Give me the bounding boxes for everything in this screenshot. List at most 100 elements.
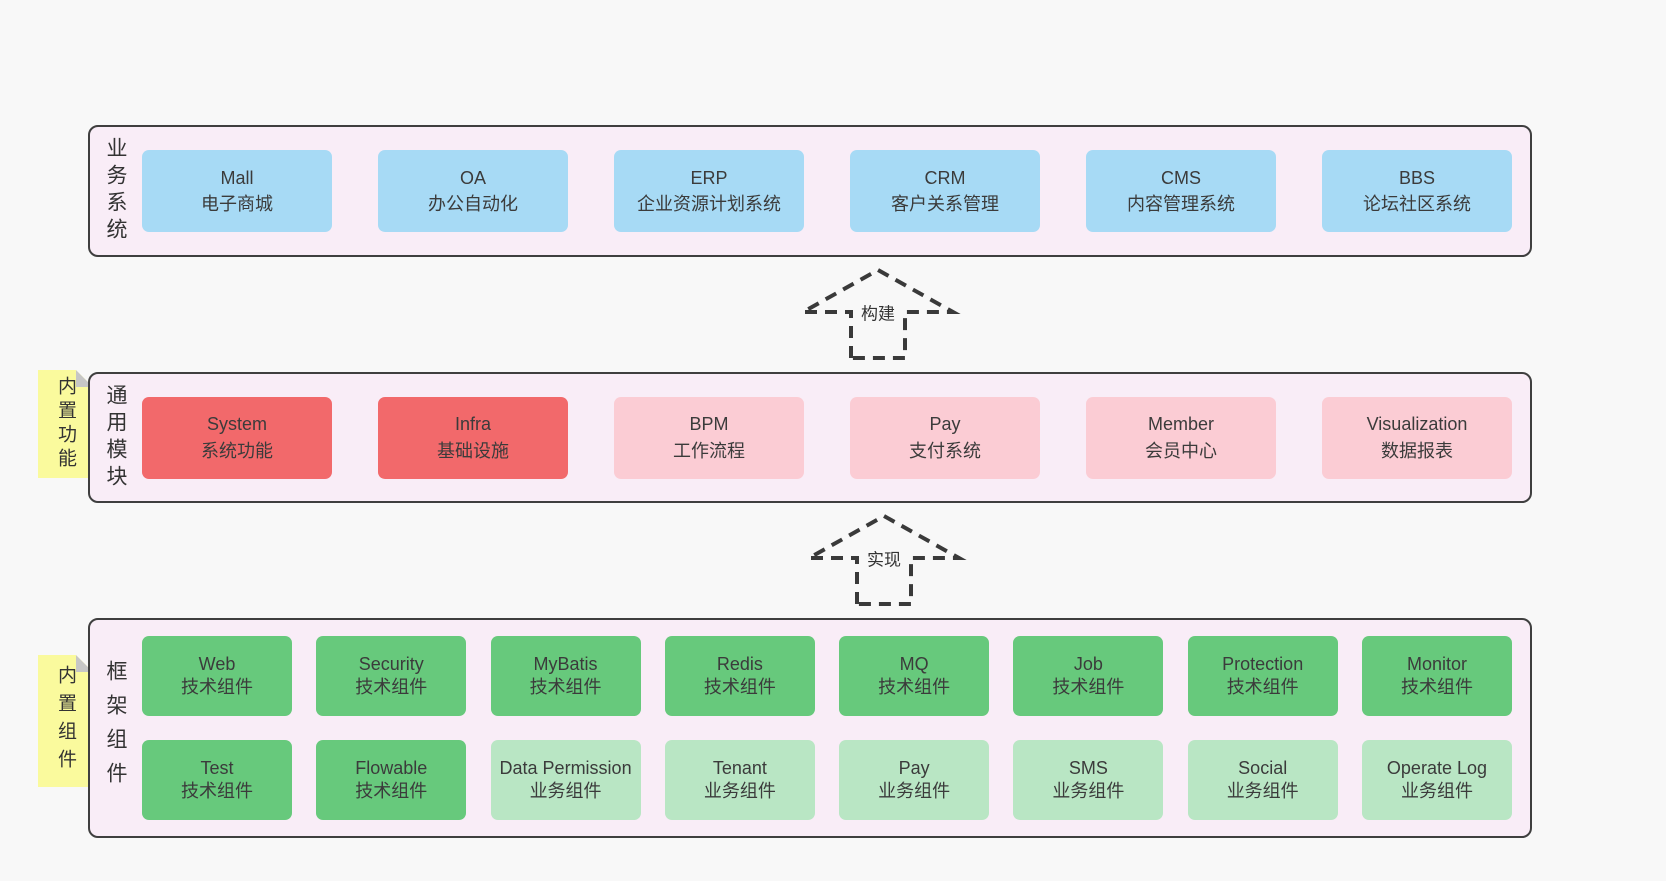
band-framework-components: 框架组件 Web 技术组件 Security 技术组件 MyBatis 技术组件… xyxy=(88,618,1532,838)
module-subtitle: 企业资源计划系统 xyxy=(637,194,781,214)
band-common-modules: 通用模块 System 系统功能 Infra 基础设施 BPM 工作流程 Pay… xyxy=(88,372,1532,503)
arrow-implement-label: 实现 xyxy=(863,544,905,572)
band-label-framework-components: 框架组件 xyxy=(104,660,127,796)
business-systems-row: Mall 电子商城 OA 办公自动化 ERP 企业资源计划系统 CRM 客户关系… xyxy=(142,150,1512,232)
module-title: CRM xyxy=(924,167,966,188)
module-subtitle: 业务组件 xyxy=(703,781,776,801)
module-title: OA xyxy=(459,167,486,188)
module-title: Pay xyxy=(898,757,930,778)
module-title: Monitor xyxy=(1406,653,1467,674)
box-sms: SMS 业务组件 xyxy=(1013,740,1164,820)
box-pay: Pay 支付系统 xyxy=(850,396,1040,479)
module-title: BBS xyxy=(1398,167,1436,188)
box-protection: Protection 技术组件 xyxy=(1187,636,1338,716)
arrow-build: 构建 xyxy=(793,266,963,362)
arrow-build-label: 构建 xyxy=(857,298,899,326)
module-title: Operate Log xyxy=(1386,757,1487,778)
module-title: Member xyxy=(1147,414,1214,435)
sticky-note-label: 内置功能 xyxy=(55,376,76,472)
box-visualization: Visualization 数据报表 xyxy=(1322,396,1512,479)
band-label-business-systems: 业务系统 xyxy=(104,137,127,245)
module-title: Redis xyxy=(716,653,763,674)
band-business-systems: 业务系统 Mall 电子商城 OA 办公自动化 ERP 企业资源计划系统 CRM… xyxy=(88,125,1532,257)
module-subtitle: 技术组件 xyxy=(355,677,428,697)
sticky-note-builtin-features: 内置功能 xyxy=(38,370,93,478)
sticky-note-label: 内置组件 xyxy=(55,665,76,777)
module-subtitle: 系统功能 xyxy=(201,440,273,461)
box-crm: CRM 客户关系管理 xyxy=(850,150,1040,232)
module-subtitle: 工作流程 xyxy=(673,440,745,461)
box-redis: Redis 技术组件 xyxy=(664,636,815,716)
module-subtitle: 业务组件 xyxy=(529,781,602,801)
module-title: Security xyxy=(358,653,424,674)
module-title: BPM xyxy=(689,414,729,435)
module-title: Job xyxy=(1073,653,1103,674)
module-subtitle: 技术组件 xyxy=(1226,677,1299,697)
module-subtitle: 技术组件 xyxy=(529,677,602,697)
module-title: SMS xyxy=(1068,757,1108,778)
module-subtitle: 客户关系管理 xyxy=(891,194,999,214)
module-title: Data Permission xyxy=(499,757,632,778)
module-title: Flowable xyxy=(355,757,428,778)
box-system: System 系统功能 xyxy=(142,396,332,479)
module-title: Tenant xyxy=(712,757,767,778)
module-subtitle: 会员中心 xyxy=(1145,440,1217,461)
module-title: Test xyxy=(200,757,234,778)
module-subtitle: 技术组件 xyxy=(181,781,253,801)
box-operate-log: Operate Log 业务组件 xyxy=(1361,740,1512,820)
module-title: Visualization xyxy=(1366,414,1468,435)
box-mybatis: MyBatis 技术组件 xyxy=(490,636,641,716)
module-title: CMS xyxy=(1161,167,1201,188)
module-subtitle: 业务组件 xyxy=(878,781,951,801)
band-label-common-modules: 通用模块 xyxy=(104,383,127,492)
box-test: Test 技术组件 xyxy=(142,740,292,820)
framework-components-row-2: Test 技术组件 Flowable 技术组件 Data Permission … xyxy=(142,740,1512,820)
common-modules-row: System 系统功能 Infra 基础设施 BPM 工作流程 Pay 支付系统… xyxy=(142,396,1512,479)
arrow-implement: 实现 xyxy=(799,512,969,608)
module-title: ERP xyxy=(690,167,728,188)
module-title: System xyxy=(206,414,267,435)
box-oa: OA 办公自动化 xyxy=(378,150,568,232)
module-subtitle: 内容管理系统 xyxy=(1127,194,1235,214)
module-subtitle: 业务组件 xyxy=(1052,781,1125,801)
module-title: MQ xyxy=(899,653,929,674)
box-bbs: BBS 论坛社区系统 xyxy=(1322,150,1512,232)
framework-components-row-1: Web 技术组件 Security 技术组件 MyBatis 技术组件 Redi… xyxy=(142,636,1512,716)
box-job: Job 技术组件 xyxy=(1013,636,1164,716)
module-subtitle: 技术组件 xyxy=(1052,677,1125,697)
box-flowable: Flowable 技术组件 xyxy=(316,740,467,820)
module-title: MyBatis xyxy=(533,653,598,674)
module-subtitle: 电子商城 xyxy=(201,194,273,214)
box-infra: Infra 基础设施 xyxy=(378,396,568,479)
box-erp: ERP 企业资源计划系统 xyxy=(614,150,804,232)
sticky-note-builtin-components: 内置组件 xyxy=(38,655,93,787)
module-title: Social xyxy=(1238,757,1288,778)
module-subtitle: 业务组件 xyxy=(1226,781,1299,801)
module-title: Protection xyxy=(1222,653,1304,674)
module-subtitle: 技术组件 xyxy=(703,677,776,697)
module-subtitle: 技术组件 xyxy=(181,677,253,697)
box-mq: MQ 技术组件 xyxy=(839,636,990,716)
box-pay-business: Pay 业务组件 xyxy=(839,740,990,820)
up-arrow-dashed-icon xyxy=(795,267,961,360)
module-title: Mall xyxy=(220,167,254,188)
box-monitor: Monitor 技术组件 xyxy=(1361,636,1512,716)
up-arrow-dashed-icon xyxy=(801,513,967,606)
module-title: Web xyxy=(198,653,236,674)
module-subtitle: 基础设施 xyxy=(437,440,509,461)
module-subtitle: 支付系统 xyxy=(909,440,981,461)
module-subtitle: 业务组件 xyxy=(1400,781,1473,801)
module-subtitle: 数据报表 xyxy=(1381,440,1453,461)
module-subtitle: 技术组件 xyxy=(355,781,428,801)
box-security: Security 技术组件 xyxy=(316,636,467,716)
box-member: Member 会员中心 xyxy=(1086,396,1276,479)
module-subtitle: 技术组件 xyxy=(1400,677,1473,697)
module-subtitle: 办公自动化 xyxy=(428,194,518,214)
box-social: Social 业务组件 xyxy=(1187,740,1338,820)
module-title: Infra xyxy=(454,414,492,435)
box-data-permission: Data Permission 业务组件 xyxy=(490,740,641,820)
module-subtitle: 技术组件 xyxy=(878,677,951,697)
box-mall: Mall 电子商城 xyxy=(142,150,332,232)
box-cms: CMS 内容管理系统 xyxy=(1086,150,1276,232)
